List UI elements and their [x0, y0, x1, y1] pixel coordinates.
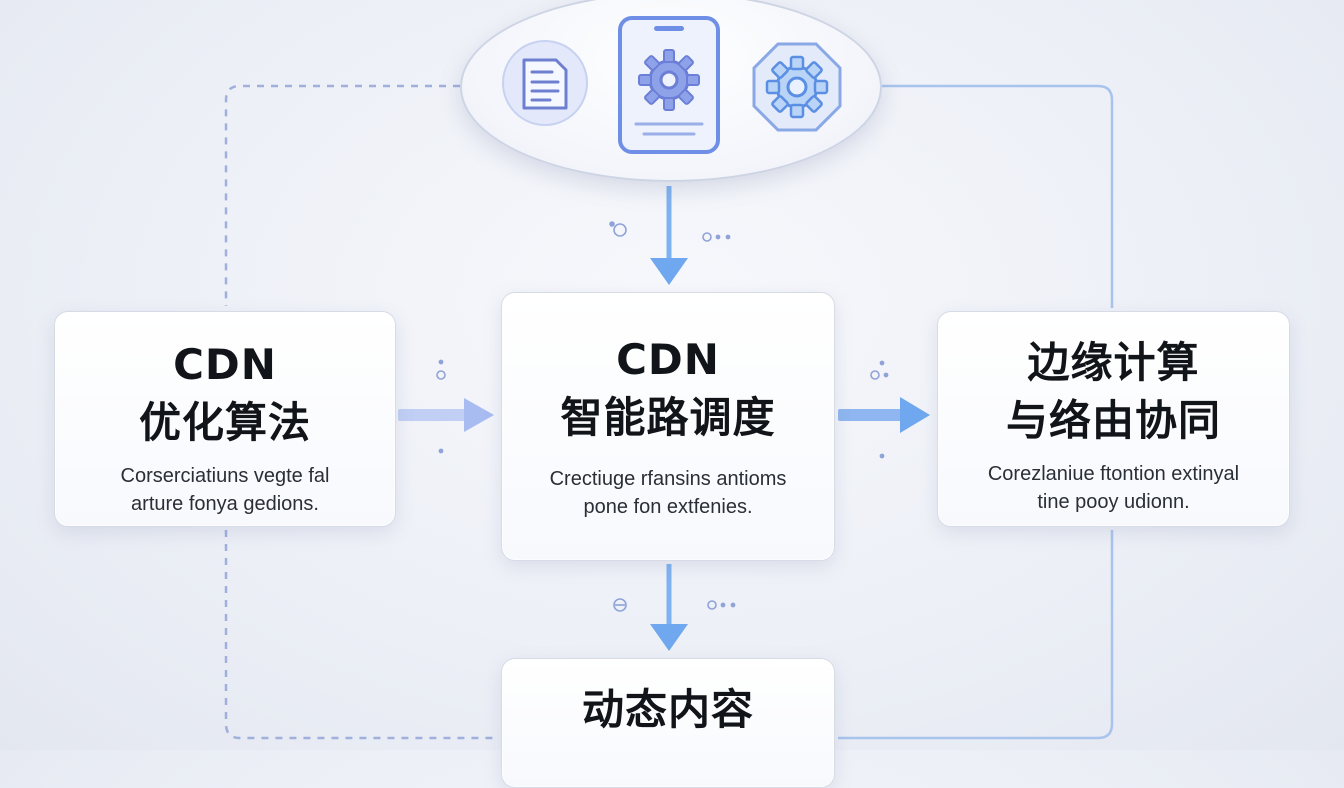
gear-icon	[752, 42, 842, 132]
diagram-stage: CDN 优化算法 Corserciatiuns vegte fal arture…	[54, 0, 1290, 788]
dashed-loop-connector	[224, 84, 498, 740]
solid-loop-connector	[838, 84, 1114, 740]
card-title-line2: 与络由协同	[1005, 396, 1221, 445]
card-title-line2: 优化算法	[138, 398, 311, 447]
arrow-center-to-bottom	[650, 564, 688, 651]
edge-computing-card: 边缘计算 与络由协同 Corezlaniue ftontion extinyal…	[937, 311, 1290, 527]
card-description-line2: tine pooy udionn.	[1037, 491, 1190, 513]
card-description-line1: Crectiuge rfansins antioms	[549, 468, 787, 490]
service-hub	[460, 0, 882, 182]
card-title-line1: CDN	[616, 335, 720, 384]
card-description-line2: arture fonya gedions.	[131, 493, 319, 515]
card-title-line1: CDN	[173, 340, 277, 389]
card-title-line1: 动态内容	[581, 685, 754, 734]
phone-gear-icon	[618, 16, 720, 154]
document-icon	[502, 40, 588, 126]
cdn-routing-card: CDN 智能路调度 Crectiuge rfansins antioms pon…	[501, 292, 835, 561]
card-title-line2: 智能路调度	[560, 393, 776, 442]
decor-dot-icon	[436, 221, 889, 612]
card-description-line1: Corezlaniue ftontion extinyal	[987, 463, 1240, 485]
arrow-center-to-right	[838, 397, 930, 433]
arrow-hub-to-center	[650, 186, 688, 285]
cdn-optimization-card: CDN 优化算法 Corserciatiuns vegte fal arture…	[54, 311, 396, 527]
card-description-line2: pone fon extfenies.	[583, 496, 753, 518]
card-title-line1: 边缘计算	[1027, 338, 1200, 387]
connector-layer	[224, 84, 1114, 740]
arrow-left-to-center	[398, 398, 494, 432]
dynamic-content-card: 动态内容	[501, 658, 835, 788]
card-description-line1: Corserciatiuns vegte fal	[120, 465, 330, 487]
